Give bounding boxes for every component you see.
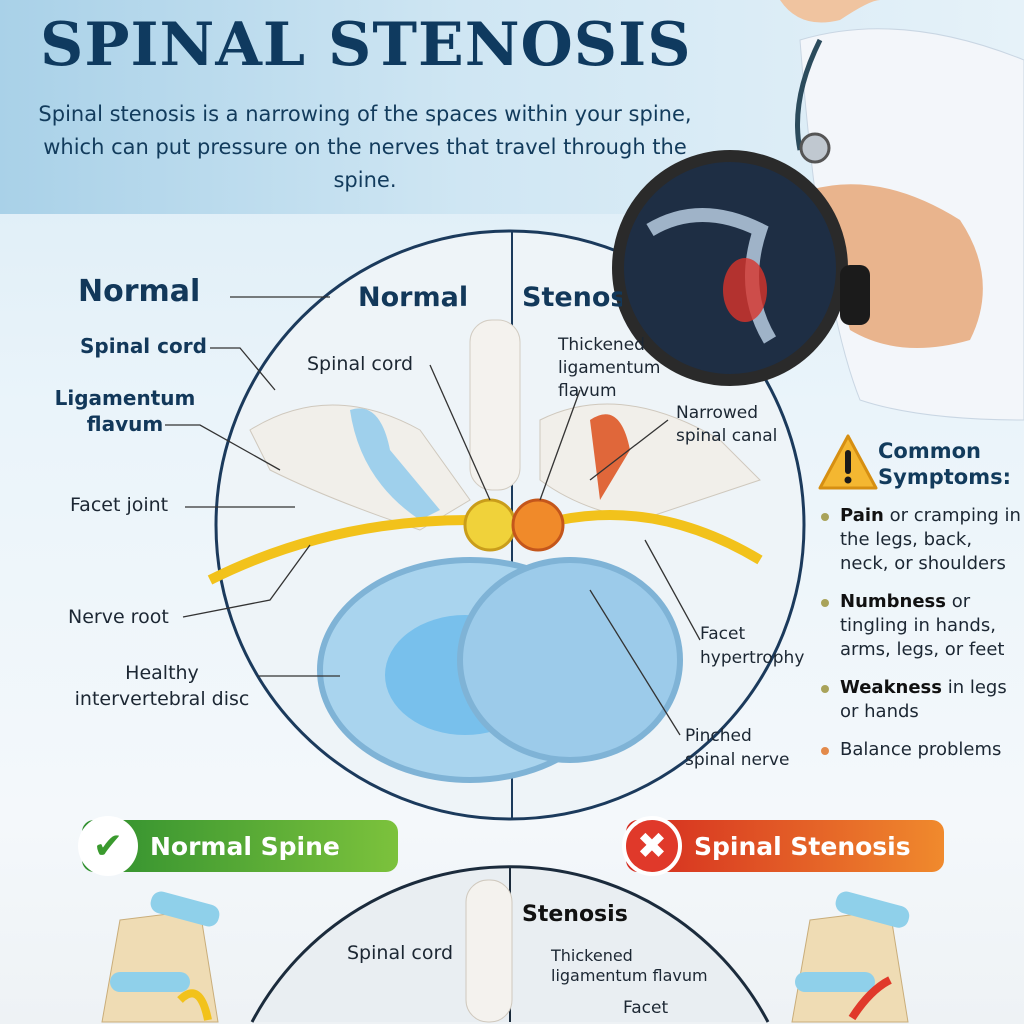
- label-pinched-nerve: Pinched spinal nerve: [685, 726, 790, 770]
- symptom-item: Balance problems: [818, 738, 1024, 762]
- side-heading-normal: Normal: [78, 274, 201, 309]
- label-spinal-cord: Spinal cord: [80, 334, 207, 358]
- bottom-diagram: [101, 865, 910, 1023]
- normal-spine-banner: ✔ Normal Spine: [78, 816, 398, 876]
- check-icon: ✔: [78, 816, 138, 876]
- bottom-label-spinal-cord: Spinal cord: [347, 942, 454, 964]
- label-ligamentum-flavum: Ligamentum flavum: [54, 386, 196, 436]
- symptom-item: Weakness in legs or hands: [818, 676, 1024, 724]
- bottom-label-thickened: Thickened ligamentum flavum: [551, 946, 708, 985]
- symptoms-title: Common Symptoms:: [878, 439, 1011, 489]
- label-facet-joint: Facet joint: [70, 494, 169, 516]
- magnifying-glass-xray: [612, 150, 870, 386]
- normal-vertebra-illustration: [101, 891, 220, 1023]
- label-narrowed-canal: Narrowed spinal canal: [676, 403, 778, 446]
- subtitle: Spinal stenosis is a narrowing of the sp…: [38, 102, 692, 192]
- normal-spine-label: Normal Spine: [150, 831, 340, 861]
- leader-lines: [165, 296, 701, 736]
- label-facet-hypertrophy: Facet hypertrophy: [700, 624, 805, 668]
- bottom-label-facet: Facet: [623, 998, 669, 1018]
- label-healthy-disc: Healthy intervertebral disc: [74, 662, 250, 710]
- page-title: SPINAL STENOSIS: [40, 10, 692, 80]
- heading-normal: Normal: [358, 282, 469, 313]
- heading-stenosis: Stenosis: [522, 282, 622, 313]
- stenosis-vertebra-illustration: [791, 891, 910, 1023]
- label-inner-spinal-cord: Spinal cord: [307, 353, 414, 375]
- label-thickened-ligamentum: Thickened ligamentum flavum: [558, 335, 661, 401]
- symptom-item: Pain or cramping in the legs, back, neck…: [818, 504, 1024, 576]
- x-icon: ✖: [622, 816, 682, 876]
- label-nerve-root: Nerve root: [68, 606, 169, 628]
- spinal-stenosis-label: Spinal Stenosis: [694, 831, 911, 861]
- warning-icon: [818, 434, 878, 490]
- symptom-item: Numbness or tingling in hands, arms, leg…: [818, 590, 1024, 662]
- cross-section-diagram: [207, 229, 806, 821]
- bottom-heading-stenosis: Stenosis: [522, 902, 628, 927]
- spinal-stenosis-banner: ✖ Spinal Stenosis: [622, 816, 944, 876]
